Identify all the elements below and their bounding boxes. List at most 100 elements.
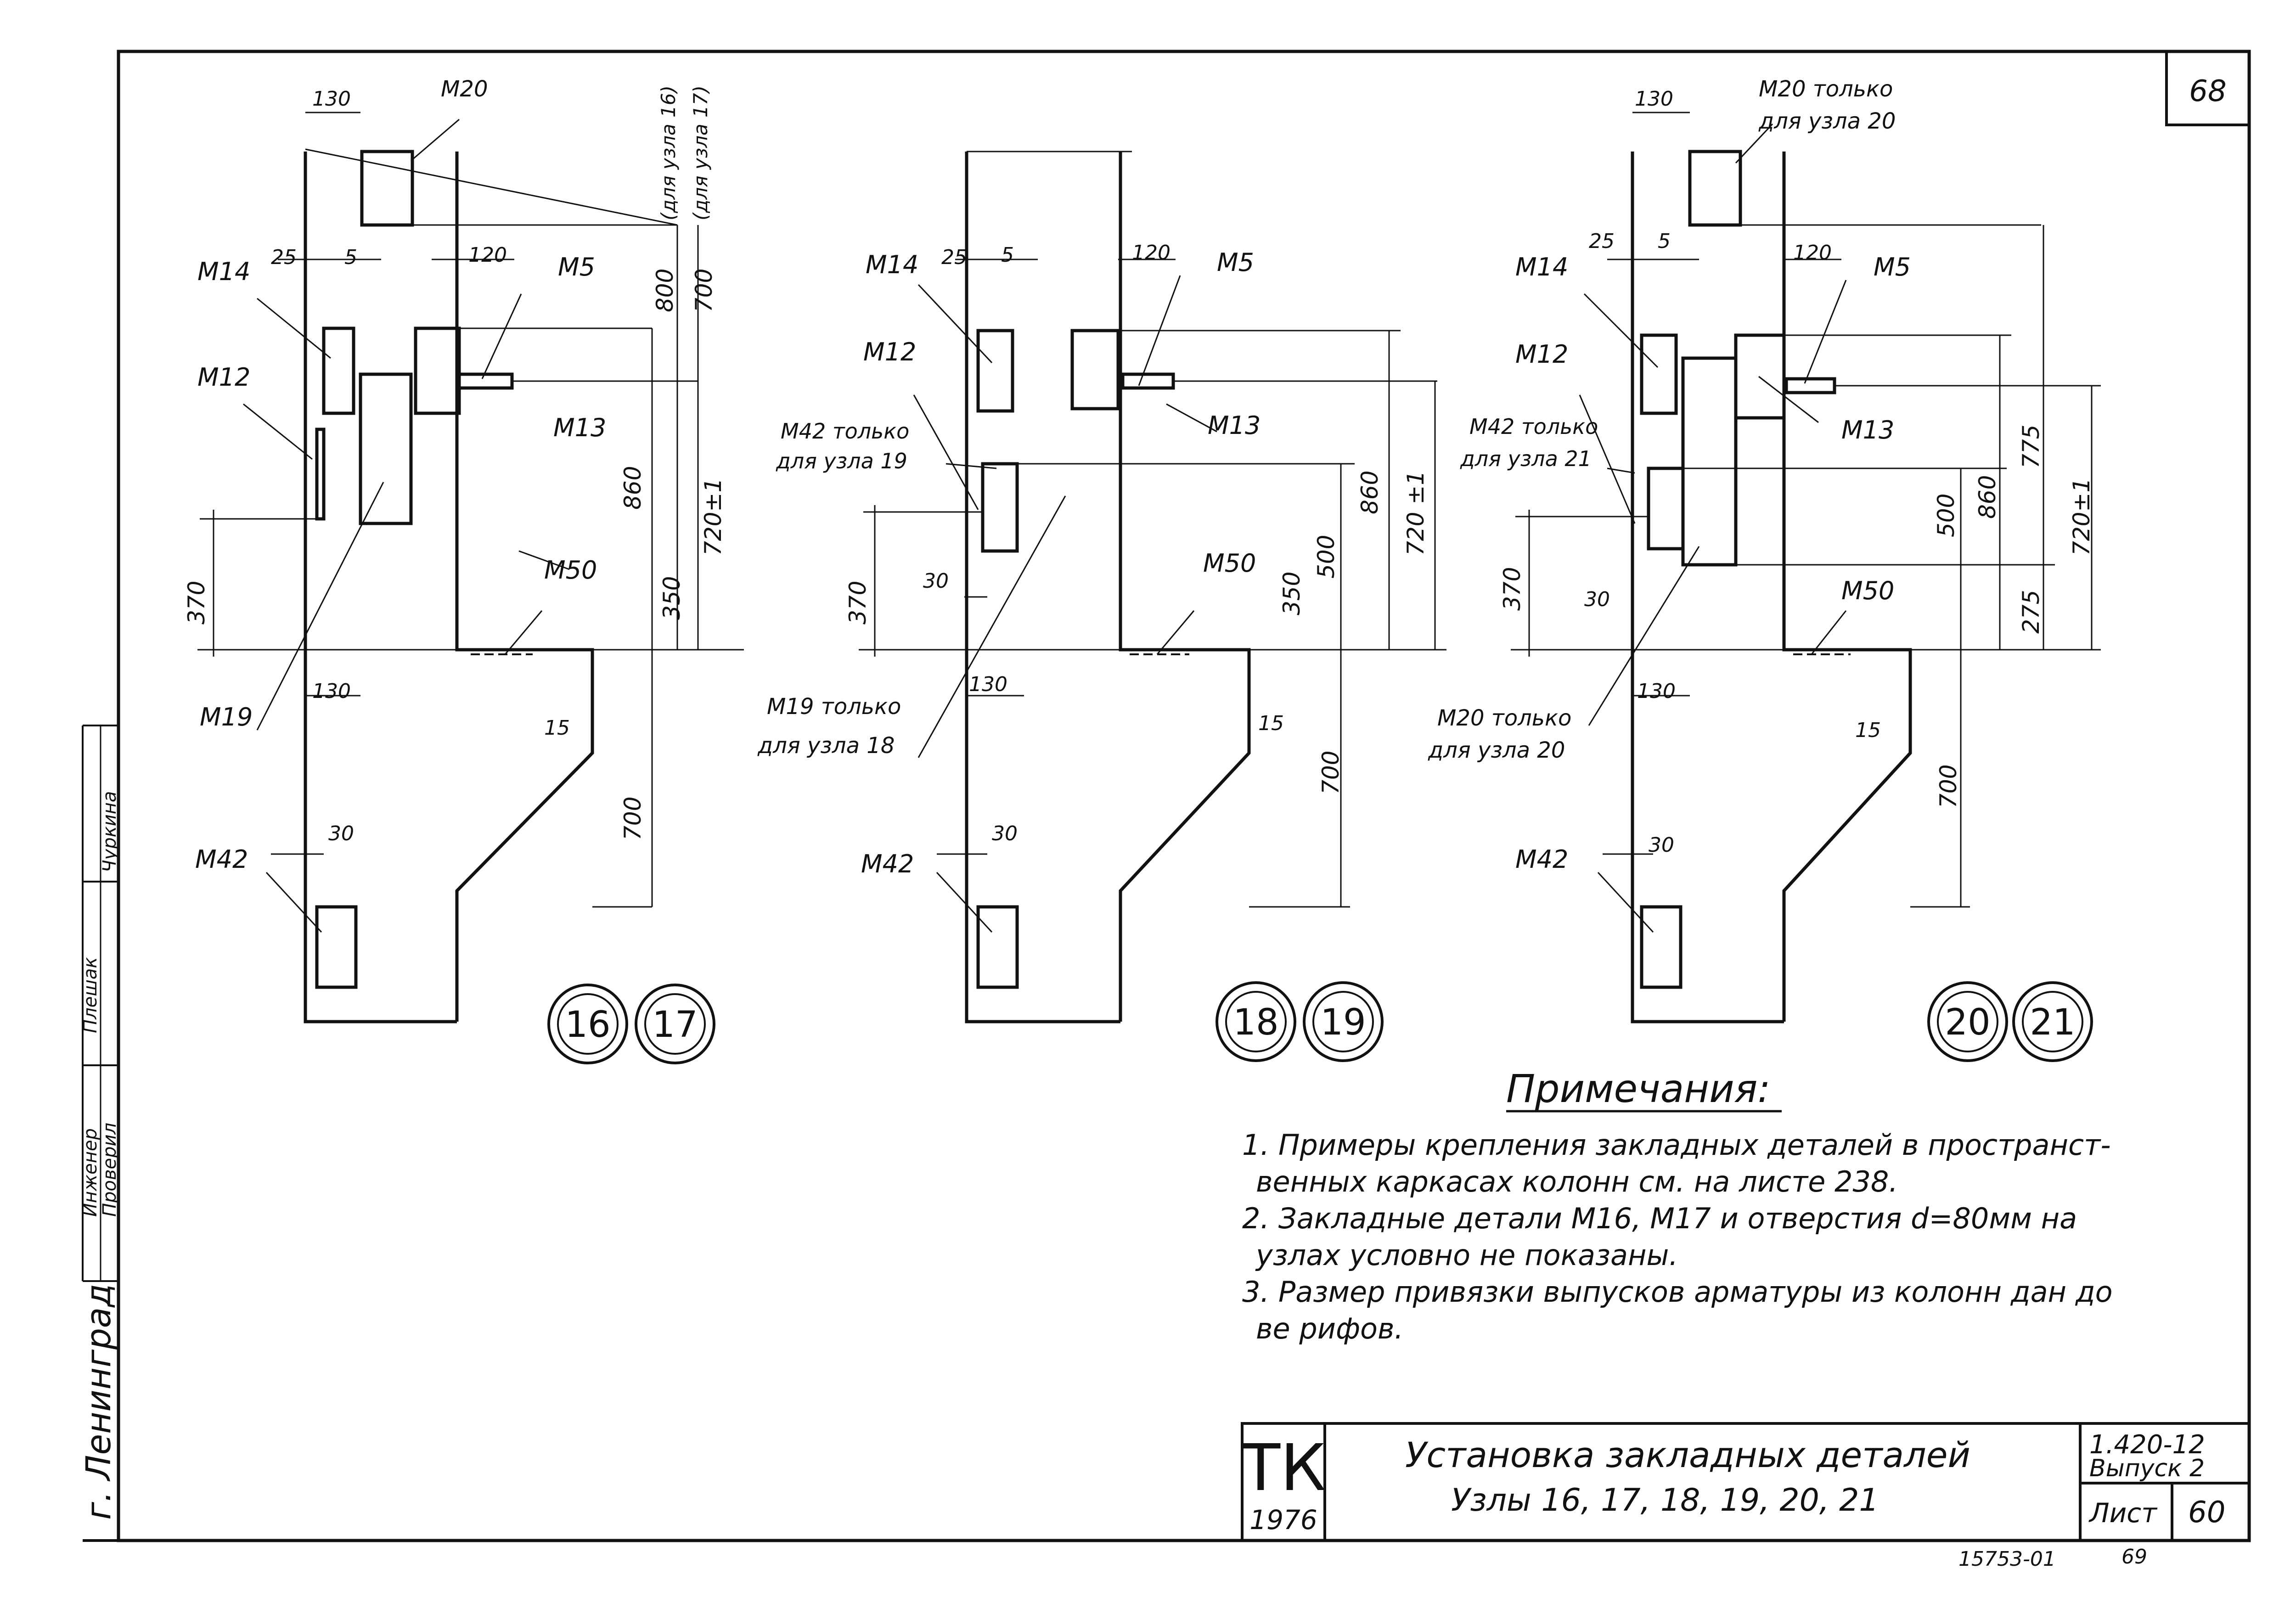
title-line-1: Установка закладных деталей bbox=[1405, 1434, 1970, 1475]
dim-860: 860 bbox=[1974, 475, 2001, 519]
label-m42-only-line1: М42 только bbox=[1469, 414, 1598, 439]
label-m19-only-line2: для узла 18 bbox=[757, 733, 895, 759]
dim-860: 860 bbox=[619, 466, 646, 510]
label-m50: М50 bbox=[1203, 549, 1256, 578]
dim-720: 720 ±1 bbox=[1402, 471, 1429, 556]
dim-15: 15 bbox=[544, 716, 570, 740]
label-m19-only-line1: М19 только bbox=[767, 694, 901, 720]
year: 1976 bbox=[1249, 1504, 1317, 1535]
label-m12: М12 bbox=[1515, 340, 1568, 369]
label-m20: М20 bbox=[441, 76, 488, 102]
label-m20-only-line1: М20 только bbox=[1759, 76, 1893, 102]
dim-30: 30 bbox=[1584, 588, 1610, 611]
dim-30-bottom: 30 bbox=[1649, 833, 1674, 857]
dim-120: 120 bbox=[1132, 241, 1171, 264]
series-number: 1.420-12 bbox=[2089, 1430, 2205, 1460]
node-18-19: 25 5 120 М5 М14 М12 М13 М42 только для у… bbox=[757, 151, 1446, 1062]
stamp-checker-role: Проверил bbox=[99, 1123, 120, 1217]
dim-720: 720±1 bbox=[700, 478, 726, 556]
dim-120: 120 bbox=[1793, 241, 1832, 264]
node-badge-19: 19 bbox=[1303, 981, 1384, 1062]
dim-700: 700 bbox=[1317, 751, 1344, 794]
label-m13: М13 bbox=[553, 413, 606, 442]
label-m5: М5 bbox=[1217, 248, 1254, 277]
dim-370: 370 bbox=[183, 581, 210, 624]
stamp-engineer-signature: Плешак bbox=[80, 957, 101, 1033]
svg-text:17: 17 bbox=[652, 1004, 698, 1046]
label-m50: М50 bbox=[544, 556, 597, 585]
dim-500: 500 bbox=[1933, 494, 1959, 537]
dim-25: 25 bbox=[941, 246, 967, 269]
label-m14: М14 bbox=[1515, 253, 1568, 281]
node-badge-21: 21 bbox=[2012, 981, 2093, 1062]
dim-775: 775 bbox=[2018, 425, 2044, 468]
label-m42-only-line2: для узла 19 bbox=[776, 449, 907, 473]
dim-350: 350 bbox=[658, 576, 685, 620]
node-badge-20: 20 bbox=[1927, 981, 2008, 1062]
dim-130-bottom: 130 bbox=[312, 680, 351, 703]
note-line-6: ве рифов. bbox=[1256, 1312, 1403, 1345]
dim-130-bottom: 130 bbox=[969, 673, 1007, 696]
label-m14: М14 bbox=[197, 257, 250, 286]
note-line-5: 3. Размер привязки выпусков арматуры из … bbox=[1242, 1275, 2113, 1309]
svg-text:21: 21 bbox=[2030, 1002, 2075, 1043]
label-m20-only-line2: для узла 20 bbox=[1758, 108, 1896, 134]
stamp-engineer-role: Инженер bbox=[80, 1128, 101, 1217]
label-m42: М42 bbox=[1515, 845, 1568, 874]
issue-number: Выпуск 2 bbox=[2089, 1455, 2205, 1482]
node-badge-18: 18 bbox=[1216, 981, 1296, 1062]
title-block: ТК 1976 Установка закладных деталей Узлы… bbox=[1241, 1422, 2251, 1542]
dim-275: 275 bbox=[2018, 590, 2044, 634]
footer-page-number: 69 bbox=[2122, 1545, 2147, 1569]
svg-text:19: 19 bbox=[1320, 1002, 1366, 1043]
dim-700-top: 700 bbox=[691, 269, 717, 312]
node-16-17: 130 М20 25 5 120 М5 М14 М12 М13 М50 М19 … bbox=[183, 76, 744, 1064]
dim-15: 15 bbox=[1855, 719, 1881, 742]
node-20-21: 130 М20 только для узла 20 25 5 120 М5 М… bbox=[1428, 76, 2101, 1062]
label-m5: М5 bbox=[558, 253, 595, 281]
dim-800: 800 bbox=[652, 269, 678, 312]
title-line-2: Узлы 16, 17, 18, 19, 20, 21 bbox=[1451, 1482, 1879, 1518]
node-badge-17: 17 bbox=[635, 984, 715, 1064]
label-m19: М19 bbox=[200, 703, 253, 731]
dim-700-bottom: 700 bbox=[619, 797, 646, 840]
svg-text:18: 18 bbox=[1233, 1002, 1278, 1043]
label-m42: М42 bbox=[195, 845, 248, 874]
dim-130-top: 130 bbox=[312, 87, 351, 111]
dim-30: 30 bbox=[923, 569, 949, 593]
sheet-frame bbox=[83, 50, 2251, 1542]
dim-370: 370 bbox=[844, 581, 871, 624]
label-m14: М14 bbox=[866, 250, 918, 279]
dim-15: 15 bbox=[1258, 712, 1284, 735]
note-line-2: венных каркасах колонн см. на листе 238. bbox=[1256, 1165, 1898, 1198]
label-m20-only-b-line1: М20 только bbox=[1437, 705, 1571, 731]
dim-25: 25 bbox=[1589, 230, 1615, 253]
note-for-node-17: (для узла 17) bbox=[689, 85, 712, 220]
dim-720: 720±1 bbox=[2068, 478, 2095, 556]
footer-order-number: 15753-01 bbox=[1958, 1547, 2056, 1571]
dim-700: 700 bbox=[1935, 765, 1962, 808]
note-for-node-16: (для узла 16) bbox=[657, 85, 680, 220]
dim-5: 5 bbox=[344, 246, 357, 269]
svg-text:16: 16 bbox=[565, 1004, 610, 1046]
stamp-city: г. Ленинград bbox=[79, 1284, 118, 1520]
label-m13: М13 bbox=[1841, 416, 1894, 444]
sheet-label: Лист bbox=[2088, 1497, 2158, 1529]
org-mark: ТК bbox=[1241, 1431, 1326, 1506]
label-m50: М50 bbox=[1841, 576, 1894, 605]
label-m12: М12 bbox=[197, 363, 250, 392]
label-m12: М12 bbox=[863, 337, 916, 366]
label-m42-only-line2: для узла 21 bbox=[1460, 446, 1592, 471]
dim-130-bottom: 130 bbox=[1637, 680, 1676, 703]
note-line-4: узлах условно не показаны. bbox=[1255, 1238, 1678, 1272]
stamp-checker-signature: Чуркина bbox=[99, 791, 120, 872]
sheet-number: 68 bbox=[2189, 74, 2226, 108]
dim-30: 30 bbox=[328, 822, 354, 845]
sheet-value: 60 bbox=[2188, 1496, 2225, 1530]
left-stamp: Инженер Проверил Плешак Чуркина г. Ленин… bbox=[79, 725, 120, 1520]
dim-5: 5 bbox=[1658, 230, 1671, 253]
node-badge-16: 16 bbox=[547, 984, 628, 1064]
notes-heading: Примечания: bbox=[1506, 1066, 1771, 1111]
label-m42-only-line1: М42 только bbox=[781, 419, 909, 444]
